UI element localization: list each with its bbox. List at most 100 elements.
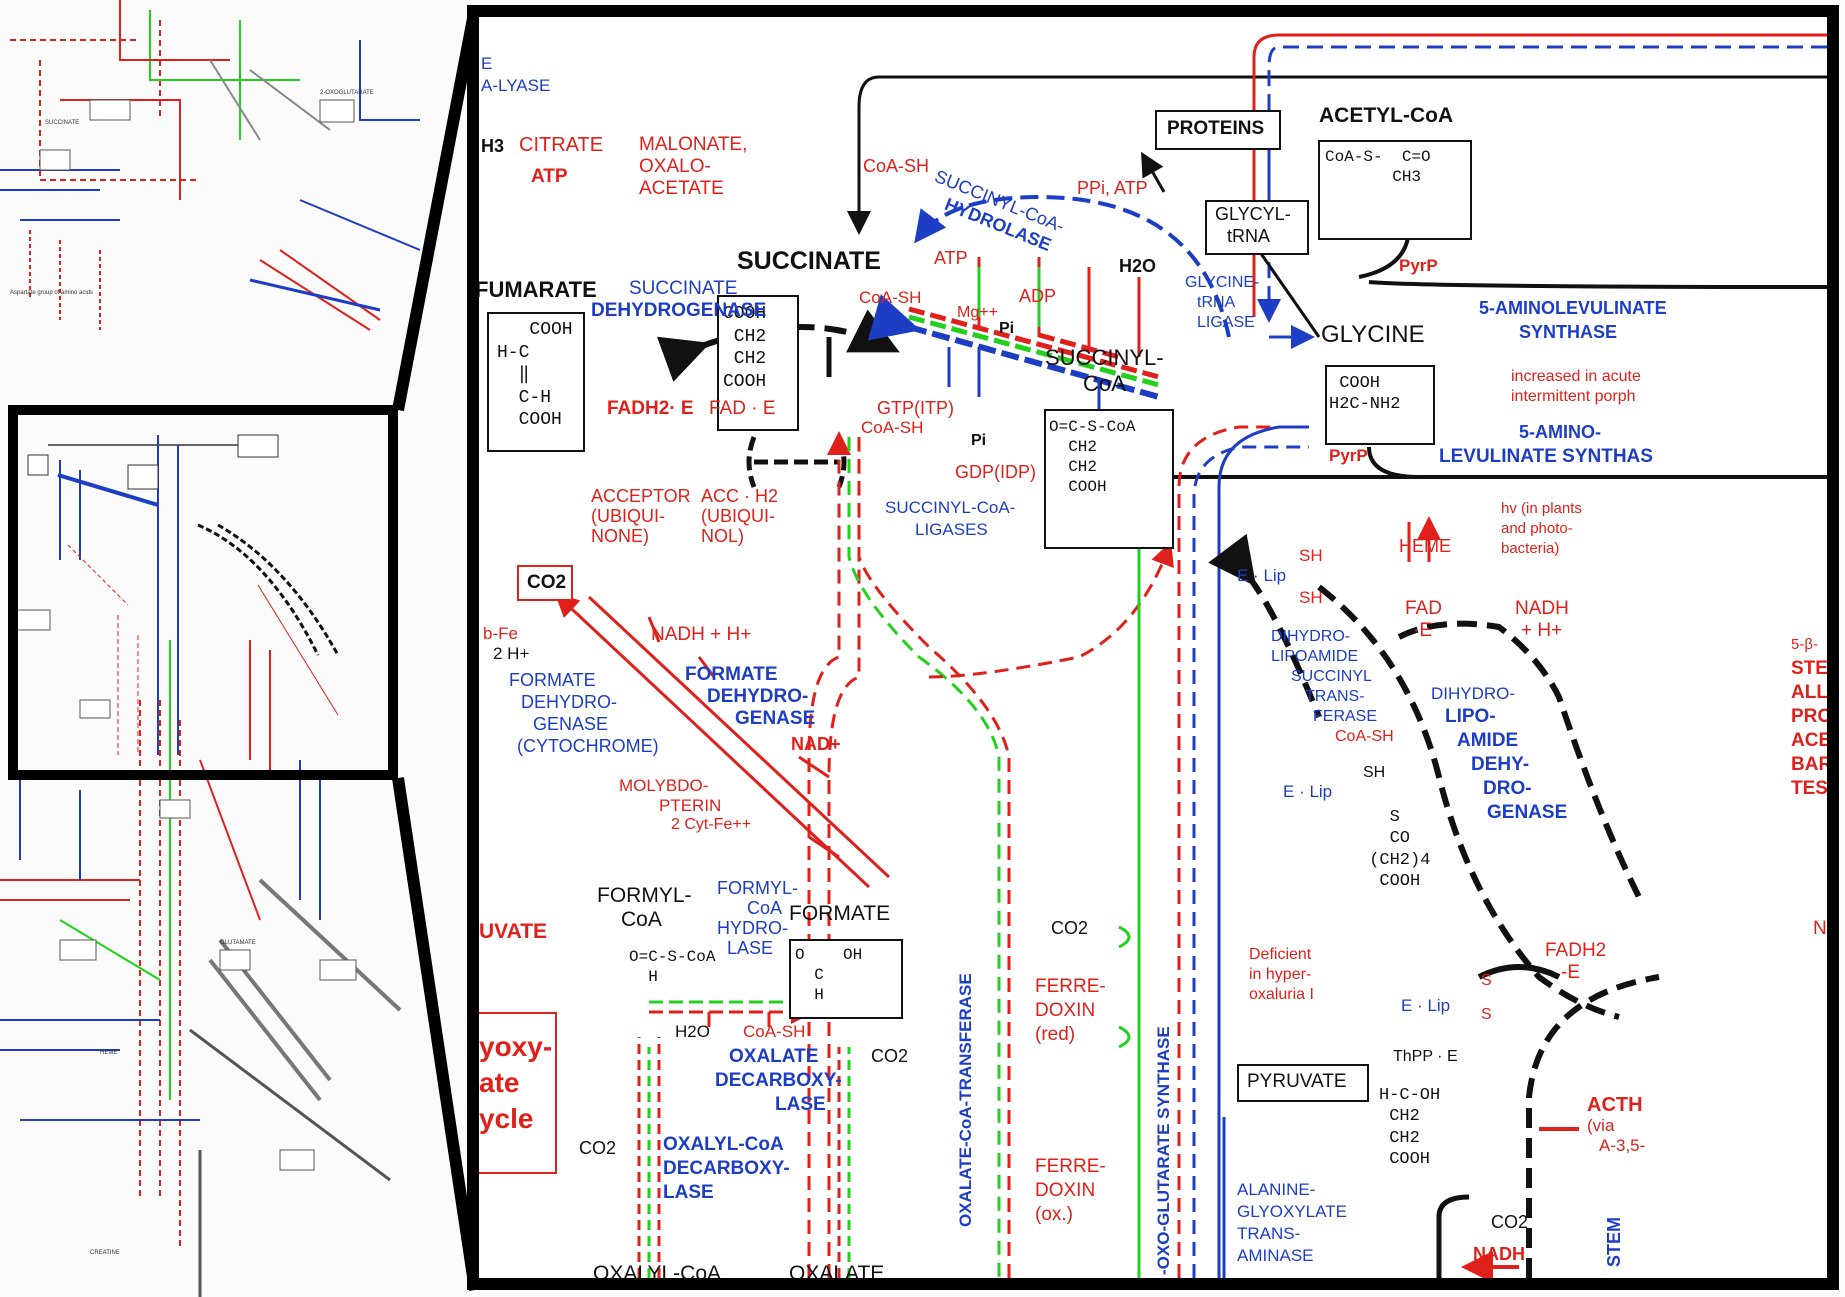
label-right-2: STE: [1791, 659, 1828, 678]
label-fadh2-r: FADH2: [1545, 941, 1606, 960]
label-co2-pyr: CO2: [1491, 1213, 1528, 1231]
label-nadh-h: NADH + H+: [651, 625, 751, 644]
label-s-a: S: [1481, 973, 1492, 989]
pathway-lines: [479, 17, 1827, 1278]
label-right-3: ALL: [1791, 683, 1828, 702]
label-coash-low: CoA-SH: [861, 419, 923, 436]
label-right-5: ACE: [1791, 731, 1831, 750]
label-ppi-atp: PPi, ATP: [1077, 179, 1148, 197]
label-dld-2: LIPO-: [1445, 707, 1496, 726]
label-succinate: SUCCINATE: [737, 249, 881, 274]
label-right-6: BAR: [1791, 755, 1832, 774]
label-deficient-1: Deficient: [1249, 947, 1311, 963]
label-coash-top: CoA-SH: [863, 157, 929, 175]
label-e-lip-1: E · Lip: [1237, 567, 1286, 584]
label-fdh-cyt-2: DEHYDRO-: [521, 693, 617, 711]
label-acceptor-3: NONE): [591, 527, 649, 545]
label-e-lip-2: E · Lip: [1283, 783, 1332, 800]
label-acetate: ACETATE: [639, 179, 724, 198]
zoom-panel: COOH H-C ‖ C-H COOH COOH CH2 CH2 COOH O=…: [467, 5, 1839, 1290]
label-bfe: b-Fe: [483, 625, 518, 642]
label-adp: ADP: [1019, 287, 1056, 305]
label-molyb-3: 2 Cyt-Fe++: [671, 817, 751, 833]
label-co2-ferre: CO2: [1051, 919, 1088, 937]
label-fumarate: FUMARATE: [475, 279, 597, 301]
label-ala-synth-2: SYNTHASE: [1519, 323, 1617, 341]
label-formate: FORMATE: [789, 903, 890, 924]
label-acceptor-2: (UBIQUI-: [591, 507, 665, 525]
label-acth-1: ACTH: [1587, 1095, 1643, 1115]
label-coash-mid: CoA-SH: [859, 289, 921, 306]
label-dld-4: DEHY-: [1471, 755, 1529, 774]
label-s-b: S: [1481, 1007, 1492, 1023]
label-fdh-cyt-4: (CYTOCHROME): [517, 737, 659, 755]
succinyl-coa-structure: O=C-S-CoA CH2 CH2 COOH: [1049, 417, 1135, 497]
label-succ-dh-2: DEHYDROGENASE: [591, 301, 766, 320]
label-alt-3: TRANS-: [1237, 1225, 1300, 1242]
label-twoh: 2 H+: [493, 645, 529, 662]
label-formyl-hydro-2: CoA: [747, 899, 782, 917]
label-glycine: GLYCINE: [1321, 323, 1425, 347]
label-heme: HEME: [1399, 537, 1451, 555]
label-alt-4: AMINASE: [1237, 1247, 1314, 1264]
label-acth-3: A-3,5-: [1599, 1137, 1645, 1154]
label-gdp: GDP(IDP): [955, 463, 1036, 481]
label-succ-lig-1: SUCCINYL-CoA-: [885, 499, 1015, 516]
label-dld-3: AMIDE: [1457, 731, 1518, 750]
label-coash-form: CoA-SH: [743, 1023, 805, 1040]
label-oxalyl-bottom: OXALYL-CoA: [593, 1263, 721, 1284]
label-formyl-hydro-3: HYDRO-: [717, 919, 788, 937]
label-fadh2-e: FADH2· E: [607, 399, 694, 418]
label-e: E: [481, 55, 492, 72]
label-succinyl-coa-2: CoA: [1083, 373, 1126, 395]
label-alt-1: ALANINE-: [1237, 1181, 1315, 1198]
label-glycine-trna-1: GLYCINE-: [1185, 275, 1259, 291]
label-ferre-red-2: DOXIN: [1035, 1001, 1095, 1020]
label-nadh-pyr: NADH: [1473, 1245, 1525, 1263]
label-nad: NAD+: [791, 735, 841, 753]
label-atp-mid: ATP: [934, 249, 968, 267]
label-succ-lig-2: LIGASES: [915, 521, 988, 538]
label-co2-oxalyl: CO2: [579, 1139, 616, 1157]
label-oxalate-dc-1: OXALATE: [729, 1047, 818, 1066]
label-ferre-ox-3: (ox.): [1035, 1205, 1073, 1224]
label-ferre-ox-2: DOXIN: [1035, 1181, 1095, 1200]
label-oxalyl-dc-3: LASE: [663, 1183, 714, 1202]
label-dld-6: GENASE: [1487, 803, 1567, 822]
label-pyrp-1: PyrP: [1399, 257, 1438, 274]
label-h2o-top: H2O: [1119, 257, 1156, 275]
label-glycyl-2: tRNA: [1227, 227, 1270, 245]
label-hv-1: hv (in plants: [1501, 501, 1582, 516]
label-hv-2: and photo-: [1501, 521, 1573, 536]
label-fad-e-r2: ·E: [1413, 621, 1432, 640]
label-deficient-2: in hyper-: [1249, 967, 1311, 983]
label-oxalate-bottom: OXALATE: [789, 1263, 884, 1284]
label-succinyl-coa-1: SUCCINYL-: [1045, 347, 1164, 369]
label-thpp: ThPP · E: [1393, 1049, 1458, 1065]
label-formyl-coa-2: CoA: [621, 909, 662, 930]
label-acch2-1: ACC · H2: [701, 487, 778, 505]
label-ferre-red-3: (red): [1035, 1025, 1075, 1044]
label-formyl-hydro-4: LASE: [727, 939, 773, 957]
label-gtp: GTP(ITP): [877, 399, 954, 417]
formyl-coa-structure: O=C-S-CoA H: [629, 947, 715, 987]
label-glycine-trna-3: LIGASE: [1197, 315, 1255, 331]
label-acch2-2: (UBIQUI-: [701, 507, 775, 525]
label-oxalate-dc-2: DECARBOXY-: [715, 1071, 842, 1090]
label-pyruvate: PYRUVATE: [1247, 1072, 1347, 1091]
label-deficient-3: oxaluria I: [1249, 987, 1314, 1003]
label-right-1: 5-β-: [1791, 637, 1818, 652]
label-hv-3: bacteria): [1501, 541, 1559, 556]
label-nadh-r: NADH: [1515, 599, 1569, 618]
label-h3: H3: [481, 137, 504, 155]
label-glyox-3: ycle: [479, 1105, 534, 1133]
formate-structure: O OH C H: [795, 945, 862, 1005]
label-atp-left: ATP: [531, 167, 568, 186]
label-oxalyl-dc-2: DECARBOXY-: [663, 1159, 790, 1178]
label-proteins: PROTEINS: [1167, 119, 1264, 138]
label-e-lip-3: E · Lip: [1401, 997, 1450, 1014]
label-porph-2: intermittent porph: [1511, 389, 1636, 405]
label-dld-5: DRO-: [1483, 779, 1532, 798]
label-uvate: UVATE: [479, 921, 547, 942]
label-oxalo: OXALO-: [639, 157, 711, 176]
